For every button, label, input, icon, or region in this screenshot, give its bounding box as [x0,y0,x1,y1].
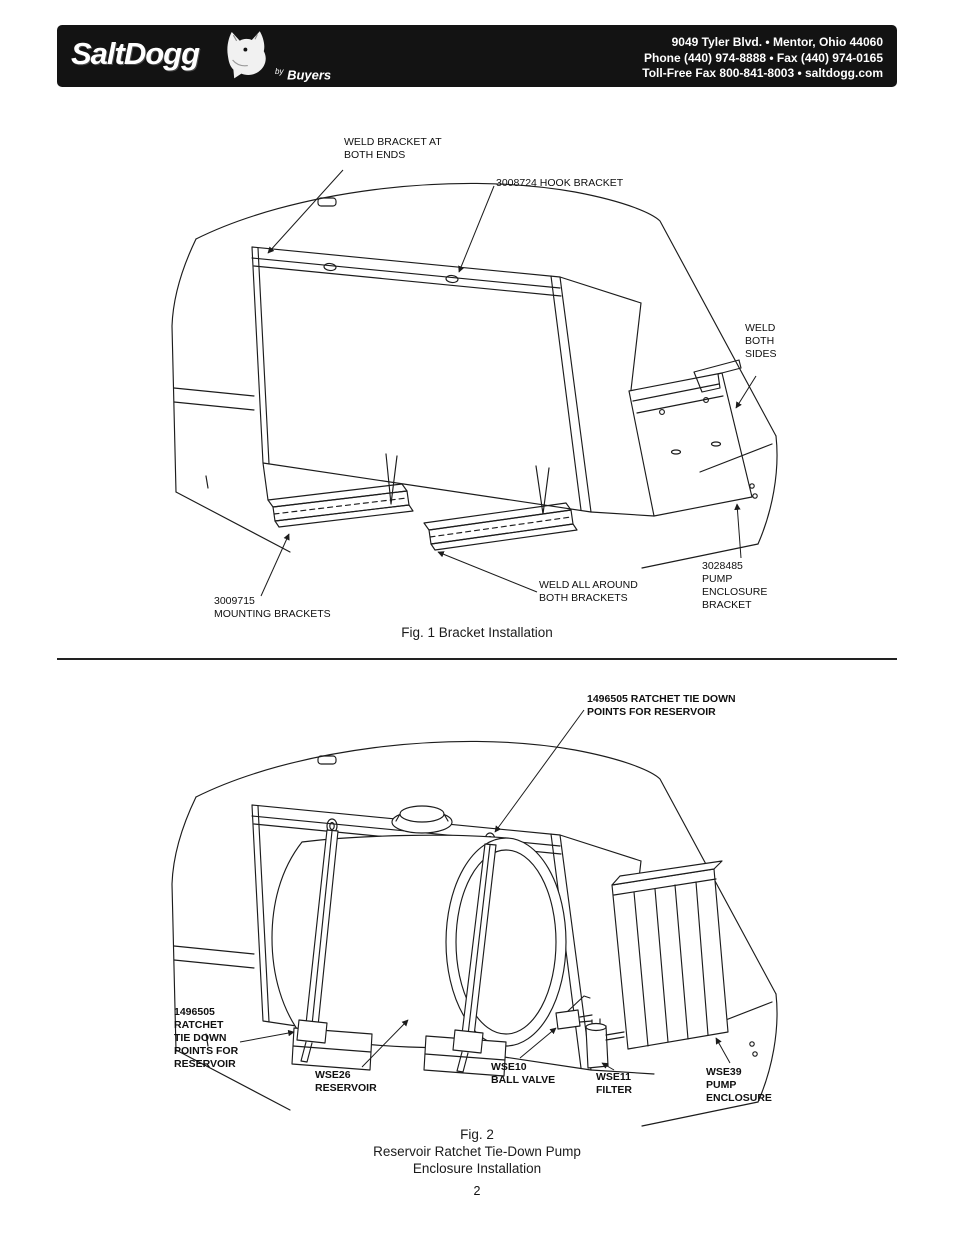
by-buyers-logo: by Buyers [275,67,331,82]
label-pump-enclosure: WSE39 PUMP ENCLOSURE [706,1066,772,1104]
pump-enclosure-bracket-shape [628,359,753,517]
fig2-drawing [171,709,778,1127]
saltdogg-logo-text: SaltDogg [71,36,200,71]
figure-1: WELD BRACKET AT BOTH ENDS 3008724 HOOK B… [0,100,954,660]
label-ratchet-tie-down-top: 1496505 RATCHET TIE DOWN POINTS FOR RESE… [587,693,736,718]
figure-2: 1496505 RATCHET TIE DOWN POINTS FOR RESE… [0,680,954,1180]
label-pump-enclosure-bracket: 3028485 PUMP ENCLOSURE BRACKET [702,560,768,611]
pump-enclosure-box [611,860,729,1050]
truck-body-fig1 [171,182,778,569]
label-mounting-brackets: 3009715 MOUNTING BRACKETS [214,595,331,620]
fig2-leader-lines [239,709,731,1071]
address-line-1: 9049 Tyler Blvd. • Mentor, Ohio 44060 [671,35,883,49]
label-ratchet-tie-down-left: 1496505 RATCHET TIE DOWN POINTS FOR RESE… [174,1006,239,1070]
mounting-brackets-rails [267,483,578,551]
buyers-word: Buyers [287,67,332,83]
label-filter: WSE11 FILTER [596,1071,632,1096]
valve-filter-plumbing [555,995,625,1069]
header-bar: SaltDogg by Buyers 9049 Tyler Blvd. • Me… [57,25,897,87]
address-line-2: Phone (440) 974-8888 • Fax (440) 974-016… [643,50,883,65]
fig2-caption: Fig. 2 Reservoir Ratchet Tie-Down Pump E… [373,1127,581,1176]
dog-head-icon [227,31,266,79]
fig1-drawing [171,169,778,597]
company-address: 9049 Tyler Blvd. • Mentor, Ohio 44060 Ph… [642,35,883,82]
fig1-leader-lines [260,169,757,597]
label-weld-both-sides: WELD BOTH SIDES [745,322,777,360]
logo-by-word: by [275,67,284,76]
page-number: 2 [473,1184,481,1198]
address-line-3: Toll-Free Fax 800-841-8003 • saltdogg.co… [642,66,883,80]
label-hook-bracket: 3008724 HOOK BRACKET [496,177,624,189]
ratchet-straps [296,829,497,1073]
label-weld-all-around: WELD ALL AROUND BOTH BRACKETS [539,579,638,604]
label-weld-bracket-both-ends: WELD BRACKET AT BOTH ENDS [344,136,442,161]
fig1-caption: Fig. 1 Bracket Installation [401,625,553,640]
section-divider [57,658,897,660]
label-ball-valve: WSE10 BALL VALVE [491,1061,556,1086]
label-reservoir: WSE26 RESERVOIR [315,1069,377,1094]
